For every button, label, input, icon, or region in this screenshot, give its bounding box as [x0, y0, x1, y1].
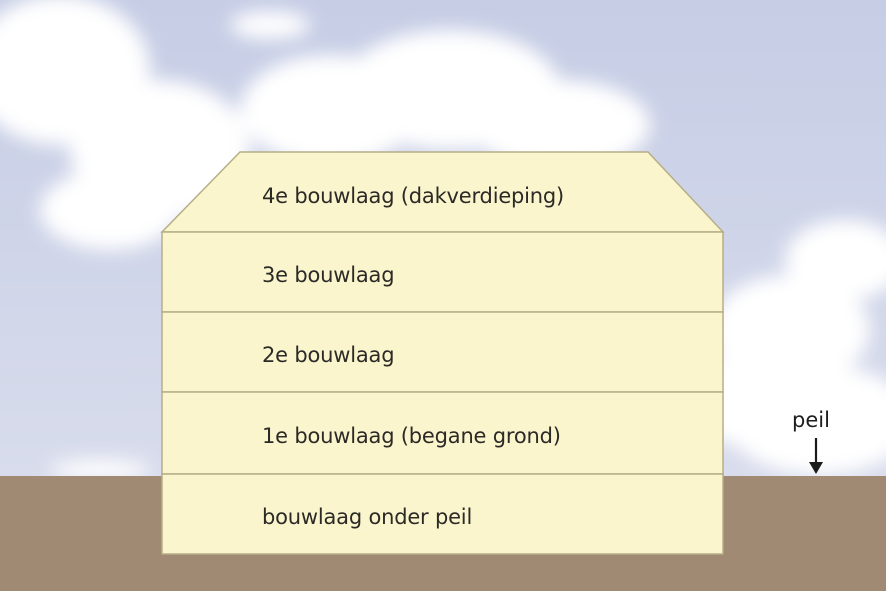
peil-label: peil	[792, 408, 830, 432]
building	[160, 151, 725, 555]
clouds	[0, 0, 886, 480]
floor-2-shape	[161, 311, 724, 393]
cloud-top-small	[230, 11, 310, 39]
floor-label-2: 2e bouwlaag	[262, 343, 395, 367]
floor-3-shape	[161, 231, 724, 313]
floor-1-shape	[161, 391, 724, 475]
floor-label-basement: bouwlaag onder peil	[262, 505, 473, 529]
cloud-left-3	[40, 170, 180, 250]
cloud-center-3	[470, 80, 650, 170]
floor-label-1: 1e bouwlaag (begane grond)	[262, 424, 561, 448]
floor-basement-shape	[161, 473, 724, 555]
cloud-bottom-left	[50, 460, 150, 480]
peil-arrow-icon	[809, 438, 823, 474]
floor-label-3: 3e bouwlaag	[262, 263, 395, 287]
floor-label-4: 4e bouwlaag (dakverdieping)	[262, 184, 565, 208]
